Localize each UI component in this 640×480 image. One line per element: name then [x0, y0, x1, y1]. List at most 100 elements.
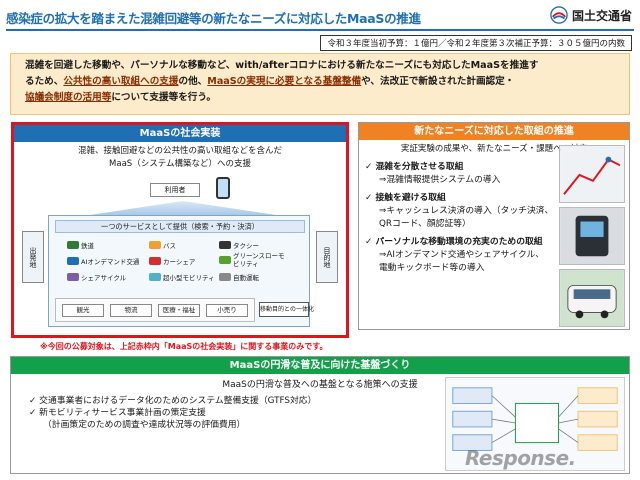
summary-text: るため、: [25, 76, 64, 87]
left-panel-sub-1: 混雑、接触回避などの公共性の高い取組などを含んだ: [77, 146, 282, 156]
example-photos: [559, 145, 625, 327]
maas-diagram: 利用者 出発地 目的地 一つのサービスとして提供（検索・予約・決済） 鉄道 バス…: [20, 175, 342, 333]
page-title: 感染症の拡大を踏まえた混雑回避等の新たなニーズに対応したMaaSの推進: [6, 11, 421, 26]
mode-label: グリーンスローモビリティ: [233, 252, 285, 268]
list-item-head: ✓ パーソナルな移動環境の充実のための取組: [365, 236, 555, 249]
bottom-panel-title: MaaSの円滑な普及に向けた基盤づくり: [11, 357, 629, 374]
mode-item: AIオンデマンド交通: [67, 256, 139, 266]
mode-item: 鉄道: [67, 240, 94, 250]
mode-item: 自動運転: [219, 272, 259, 282]
mode-item: カーシェア: [149, 256, 195, 266]
list-item-sub: 電動キックボード等の導入: [379, 263, 485, 273]
list-item: ✓ 混雑を分散させる取組 ⇒混雑情報提供システムの導入: [365, 161, 555, 187]
list-item-sub: ⇒混雑情報提供システムの導入: [379, 175, 501, 185]
ministry-name: 国土交通省: [571, 8, 632, 23]
foundation-panel: MaaSの円滑な普及に向けた基盤づくり MaaSの円滑な普及への基盤となる施策へ…: [10, 356, 630, 474]
bus-icon: [149, 241, 161, 249]
area-item: 物流: [110, 304, 152, 317]
list-item: ✓ 接触を避ける取組 ⇒キャッシュレス決済の導入（タッチ決済、 QRコード、顔認…: [365, 192, 555, 231]
mode-label: タクシー: [233, 242, 259, 250]
user-label: 利用者: [150, 183, 200, 197]
watermark-logo: Response.: [463, 445, 613, 476]
micro-mobility-icon: [149, 273, 161, 281]
list-item-sub: ⇒AIオンデマンド交通やシェアサイクル、: [379, 250, 545, 260]
left-panel-sub-2: MaaS（システム構築など）への支援: [109, 159, 251, 169]
ministry-logo: 国土交通省: [550, 6, 632, 24]
mode-label: バス: [163, 242, 176, 250]
list-item-text: 交通事業者におけるデータ化のためのシステム整備支援（GTFS対応）: [39, 396, 317, 406]
bottom-panel-list: ✓ 交通事業者におけるデータ化のためのシステム整備支援（GTFS対応） ✓ 新モ…: [29, 395, 409, 431]
mode-item: タクシー: [219, 240, 259, 250]
mode-item: 超小型モビリティ: [149, 272, 215, 282]
list-item: ✓ 交通事業者におけるデータ化のためのシステム整備支援（GTFS対応）: [29, 395, 409, 407]
smartphone-icon: [216, 177, 230, 199]
budget-box: 令和３年度当初予算：１億円／令和２年度第３次補正予算：３０５億円の内数: [320, 35, 632, 51]
list-item: ✓ パーソナルな移動環境の充実のための取組 ⇒AIオンデマンド交通やシェアサイク…: [365, 236, 555, 275]
summary-emphasis: 協議会制度の活用等: [25, 92, 112, 103]
list-item-text: 新モビリティサービス事業計画の策定支援: [39, 408, 206, 418]
mode-label: シェアサイクル: [81, 274, 127, 282]
check-icon: ✓: [365, 162, 373, 172]
maas-social-implementation-panel: MaaSの社会実装 混雑、接触回避などの公共性の高い取組などを含んだ MaaS（…: [11, 122, 349, 338]
mode-label: 鉄道: [81, 242, 94, 250]
ondemand-icon: [67, 257, 79, 265]
mode-label: 自動運転: [233, 274, 259, 282]
check-icon: ✓: [29, 396, 37, 406]
area-item: 観光: [62, 304, 104, 317]
payment-terminal-image: [559, 207, 625, 265]
mobility-modes: 鉄道 バス タクシー AIオンデマンド交通 カーシェア グリーンスローモビリティ…: [67, 238, 293, 290]
list-item-sub: （計画策定のための調査や達成状況等の評価費用）: [43, 420, 246, 430]
summary-emphasis: 公共性の高い取組への支援: [63, 76, 179, 87]
train-icon: [67, 241, 79, 249]
area-item: 小売り: [206, 304, 248, 317]
summary-emphasis: MaaSの実現に必要となる基盤整備: [207, 76, 362, 87]
service-header: 一つのサービスとして提供（検索・予約・決済）: [55, 220, 305, 233]
origin-label: 出発地: [22, 231, 44, 283]
response-logo-icon: Response.: [465, 446, 576, 470]
mode-label: カーシェア: [163, 258, 196, 266]
check-icon: ✓: [365, 237, 373, 247]
notice-text: ※今回の公募対象は、上記赤枠内「MaaSの社会実装」に関する事業のみです。: [40, 342, 328, 351]
list-item-text: パーソナルな移動環境の充実のための取組: [375, 237, 543, 247]
summary-line-1: 混雑を回避した移動や、パーソナルな移動など、with/afterコロナにおける新…: [25, 60, 539, 71]
summary-text: や、法改正で新設された計画認定・: [361, 76, 515, 87]
list-item-text: 混雑を分散させる取組: [375, 162, 464, 172]
mode-label: 超小型モビリティ: [163, 274, 215, 282]
right-panel-sub: 実証実験の成果や、新たなニーズ・課題への対応: [400, 144, 588, 154]
area-item: 医療・福祉: [158, 304, 200, 317]
list-item: ✓ 新モビリティサービス事業計画の策定支援: [29, 407, 409, 419]
title-rule: [6, 29, 634, 31]
purpose-areas: 観光 物流 医療・福祉 小売り: [55, 298, 255, 322]
list-item-head: ✓ 接触を避ける取組: [365, 192, 555, 205]
mlit-logo-icon: [550, 6, 568, 24]
map-screenshot-image: [559, 145, 625, 203]
car-icon: [149, 257, 161, 265]
list-item-sub: QRコード、顔認証等）: [379, 219, 471, 229]
mode-item: グリーンスローモビリティ: [219, 252, 291, 268]
data-platform-diagram: [445, 377, 625, 471]
service-box: 一つのサービスとして提供（検索・予約・決済） 鉄道 バス タクシー AIオンデマ…: [48, 215, 314, 327]
check-icon: ✓: [365, 193, 373, 203]
autonomous-vehicle-icon: [219, 273, 231, 281]
summary-text: の他、: [178, 76, 208, 87]
integration-label: 移動目的との一体化: [259, 302, 314, 317]
green-slow-mobility-icon: [219, 256, 231, 264]
check-icon: ✓: [29, 408, 37, 418]
summary-box: 混雑を回避した移動や、パーソナルな移動など、with/afterコロナにおける新…: [10, 53, 630, 115]
svg-text:Response.: Response.: [465, 446, 576, 470]
list-item-sub: ⇒キャッシュレス決済の導入（タッチ決済、: [379, 206, 554, 216]
shuttle-vehicle-image: [559, 269, 625, 327]
mode-item: バス: [149, 240, 176, 250]
mode-item: シェアサイクル: [67, 272, 126, 282]
right-panel-list: ✓ 混雑を分散させる取組 ⇒混雑情報提供システムの導入 ✓ 接触を避ける取組 ⇒…: [365, 161, 555, 280]
right-panel-title: 新たなニーズに対応した取組の推進: [359, 123, 629, 140]
service-arrow: [90, 201, 276, 215]
list-item-head: ✓ 混雑を分散させる取組: [365, 161, 555, 174]
new-needs-panel: 新たなニーズに対応した取組の推進 実証実験の成果や、新たなニーズ・課題への対応 …: [358, 122, 630, 330]
taxi-icon: [219, 241, 231, 249]
summary-line-2: るため、公共性の高い取組への支援の他、MaaSの実現に必要となる基盤整備や、法改…: [25, 74, 621, 90]
left-panel-title: MaaSの社会実装: [14, 125, 346, 142]
mode-label: AIオンデマンド交通: [81, 258, 140, 266]
summary-line-3: 協議会制度の活用等について支援等を行う。: [25, 90, 621, 106]
list-item-text: 接触を避ける取組: [375, 193, 446, 203]
